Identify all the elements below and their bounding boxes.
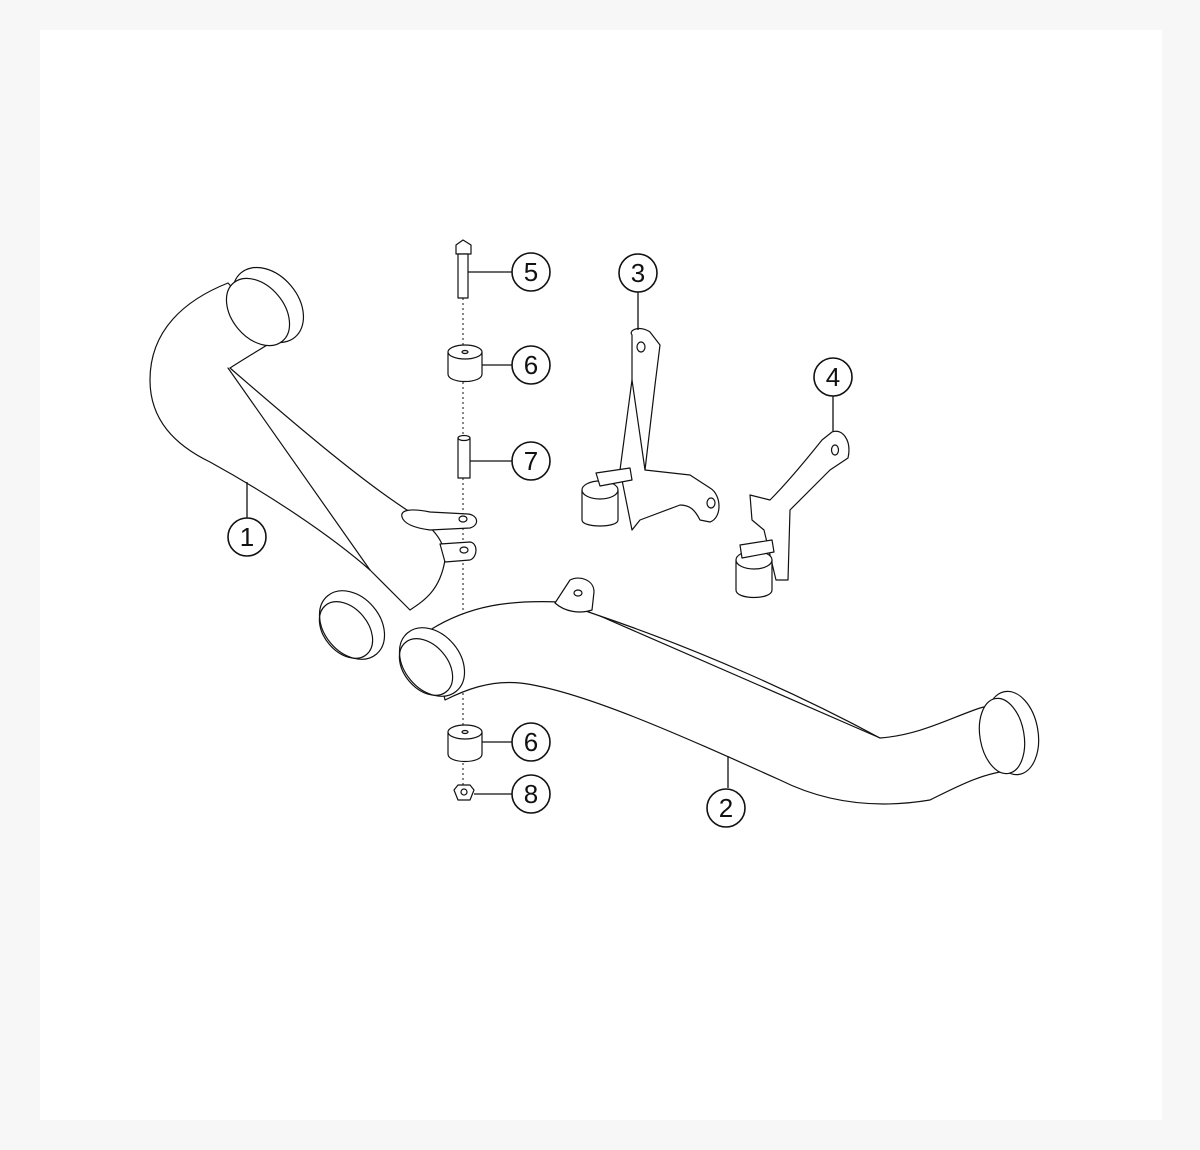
callout-6-lower: 6 xyxy=(511,722,551,762)
callout-label: 3 xyxy=(631,258,645,288)
callout-7: 7 xyxy=(511,441,551,481)
bracket-part-3 xyxy=(581,327,720,531)
callout-5: 5 xyxy=(511,252,551,292)
callout-label: 6 xyxy=(524,727,538,757)
callout-label: 2 xyxy=(719,793,733,823)
leader-lines xyxy=(246,271,834,795)
callout-8: 8 xyxy=(511,774,551,814)
callout-6-upper: 6 xyxy=(511,345,551,385)
bracket-part-4 xyxy=(735,430,850,599)
spacer-part-6-lower xyxy=(447,724,483,763)
drawing-sheet xyxy=(40,30,1162,1120)
callout-label: 7 xyxy=(524,446,538,476)
callout-label: 6 xyxy=(524,350,538,380)
callout-2: 2 xyxy=(706,788,746,828)
callout-label: 8 xyxy=(524,779,538,809)
pipe-part-2 xyxy=(398,577,1040,805)
bolt-part-5 xyxy=(455,239,472,299)
spacer-part-6-upper xyxy=(447,344,483,383)
nut-part-8 xyxy=(453,784,475,801)
callout-1: 1 xyxy=(227,517,267,557)
sleeve-part-7 xyxy=(457,434,471,479)
pipe-part-1 xyxy=(149,266,478,660)
callout-label: 4 xyxy=(826,362,840,392)
callout-label: 5 xyxy=(524,257,538,287)
callout-4: 4 xyxy=(813,357,853,397)
callout-label: 1 xyxy=(240,522,254,552)
callout-3: 3 xyxy=(618,253,658,293)
